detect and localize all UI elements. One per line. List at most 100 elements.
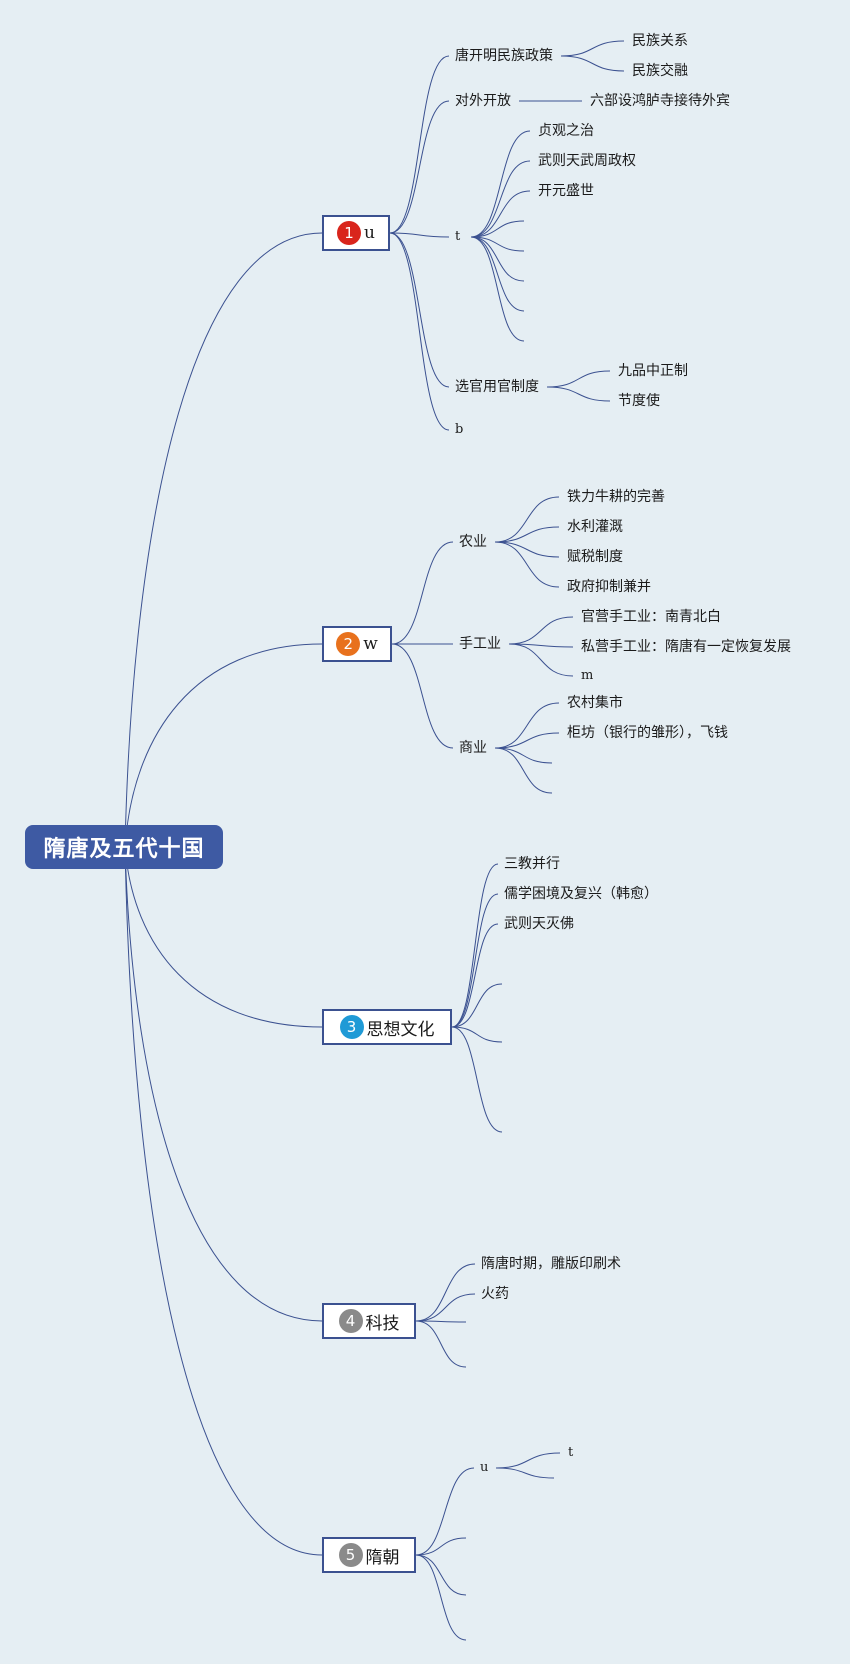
node-t2c2a[interactable]: 官营手工业：南青北白	[581, 609, 721, 625]
node-t3c3[interactable]: 武则天灭佛	[504, 916, 574, 932]
node-t2c3[interactable]: 商业	[459, 740, 487, 756]
link-t3c1	[451, 863, 499, 1028]
topic-label: u	[364, 223, 375, 243]
node-t4c2[interactable]: 火药	[481, 1286, 509, 1302]
topic-number-badge: 2	[336, 632, 361, 656]
node-t1c2[interactable]: 对外开放	[455, 93, 511, 109]
link-t2c2b	[508, 643, 574, 648]
link-t1c3g	[470, 236, 525, 312]
node-t2c1d[interactable]: 政府抑制兼并	[567, 579, 651, 595]
link-t1c3e	[470, 236, 525, 252]
link-t2c3c	[494, 747, 553, 764]
node-t1c3c[interactable]: 开元盛世	[538, 183, 594, 199]
node-t2c2b[interactable]: 私营手工业：隋唐有一定恢复发展	[581, 639, 791, 655]
node-t1c1b[interactable]: 民族交融	[632, 63, 688, 79]
node-t2c1a[interactable]: 铁力牛耕的完善	[567, 489, 665, 505]
node-t2c2[interactable]: 手工业	[459, 636, 501, 652]
node-t5c1a[interactable]: t	[568, 1445, 574, 1460]
root-to-t2-line	[124, 643, 323, 848]
link-t1c5	[389, 232, 450, 431]
link-t3c3	[451, 923, 499, 1028]
link-t5c4	[415, 1554, 467, 1641]
link-t2c1a	[494, 496, 560, 543]
node-t1c4[interactable]: 选官用官制度	[455, 379, 539, 395]
link-t4c1	[415, 1263, 476, 1322]
link-t2c3b	[494, 732, 560, 749]
node-t3c2[interactable]: 儒学困境及复兴（韩愈）	[504, 886, 658, 902]
node-t1c4a[interactable]: 九品中正制	[618, 363, 688, 379]
link-t2c3d	[494, 747, 553, 794]
link-t5c2	[415, 1537, 467, 1556]
node-t2c1c[interactable]: 赋税制度	[567, 549, 623, 565]
node-t1c3b[interactable]: 武则天武周政权	[538, 153, 636, 169]
node-t2c3b[interactable]: 柜坊（银行的雏形），飞钱	[567, 725, 728, 741]
node-t1c3a[interactable]: 贞观之治	[538, 123, 594, 139]
root-to-t1-line	[124, 232, 323, 848]
link-t1c1	[389, 55, 450, 234]
node-t5c1[interactable]: u	[480, 1460, 489, 1475]
link-t2c2a	[508, 616, 574, 645]
node-t2c1b[interactable]: 水利灌溉	[567, 519, 623, 535]
link-t1c2	[389, 100, 450, 234]
node-t4c1[interactable]: 隋唐时期，雕版印刷术	[481, 1256, 621, 1272]
topic-label: 隋朝	[365, 1547, 400, 1568]
link-t3c6	[451, 1026, 503, 1133]
root-to-t5-line	[124, 846, 323, 1556]
link-t2c3	[391, 643, 454, 749]
node-t2c2c[interactable]: m	[581, 668, 594, 683]
link-t1c3h	[470, 236, 525, 342]
node-t1c1[interactable]: 唐开明民族政策	[455, 48, 553, 64]
link-t4c3	[415, 1320, 467, 1323]
link-t5c1b	[495, 1467, 555, 1479]
link-t1c3d	[470, 220, 525, 238]
link-t1c3b	[470, 160, 531, 238]
link-t1c1b	[560, 55, 625, 72]
link-t2c3a	[494, 702, 560, 749]
link-t4c2	[415, 1293, 476, 1322]
topic-number-badge: 3	[339, 1015, 364, 1039]
root-node[interactable]: 隋唐及五代十国	[25, 825, 223, 869]
link-t1c1a	[560, 40, 625, 57]
node-t2c1[interactable]: 农业	[459, 534, 487, 550]
link-t2c1d	[494, 541, 560, 588]
link-t2c1	[391, 541, 454, 645]
node-t1c4b[interactable]: 节度使	[618, 393, 660, 409]
link-t1c3c	[470, 190, 531, 238]
topic-label: w	[363, 634, 378, 654]
node-t3c1[interactable]: 三教并行	[504, 856, 560, 872]
link-t3c2	[451, 893, 499, 1028]
topic-number-badge: 5	[338, 1543, 363, 1567]
link-t1c3a	[470, 130, 531, 238]
link-t1c3	[389, 232, 450, 238]
link-t2c1b	[494, 526, 560, 543]
link-t4c4	[415, 1320, 467, 1368]
node-t1c1a[interactable]: 民族关系	[632, 33, 688, 49]
link-t5c1	[415, 1467, 475, 1556]
link-t5c1a	[495, 1452, 561, 1469]
root-to-t4-line	[124, 846, 323, 1322]
link-t5c3	[415, 1554, 467, 1596]
link-t2c1c	[494, 541, 560, 558]
link-t1c3f	[470, 236, 525, 282]
node-t1c2a[interactable]: 六部设鸿胪寺接待外宾	[590, 93, 730, 109]
node-t2c3a[interactable]: 农村集市	[567, 695, 623, 711]
topic-number-badge: 4	[338, 1309, 363, 1333]
link-t3c5	[451, 1026, 503, 1043]
topic-number-badge: 1	[337, 221, 362, 245]
link-t1c4	[389, 232, 450, 388]
link-t2c2c	[508, 643, 574, 677]
node-t1c3[interactable]: t	[455, 229, 461, 244]
root-to-t3-line	[124, 846, 323, 1028]
node-t1c5[interactable]: b	[455, 422, 464, 437]
link-t1c4b	[546, 386, 611, 402]
link-t1c4a	[546, 370, 611, 388]
topic-label: 科技	[365, 1313, 400, 1334]
topic-label: 思想文化	[366, 1019, 435, 1040]
